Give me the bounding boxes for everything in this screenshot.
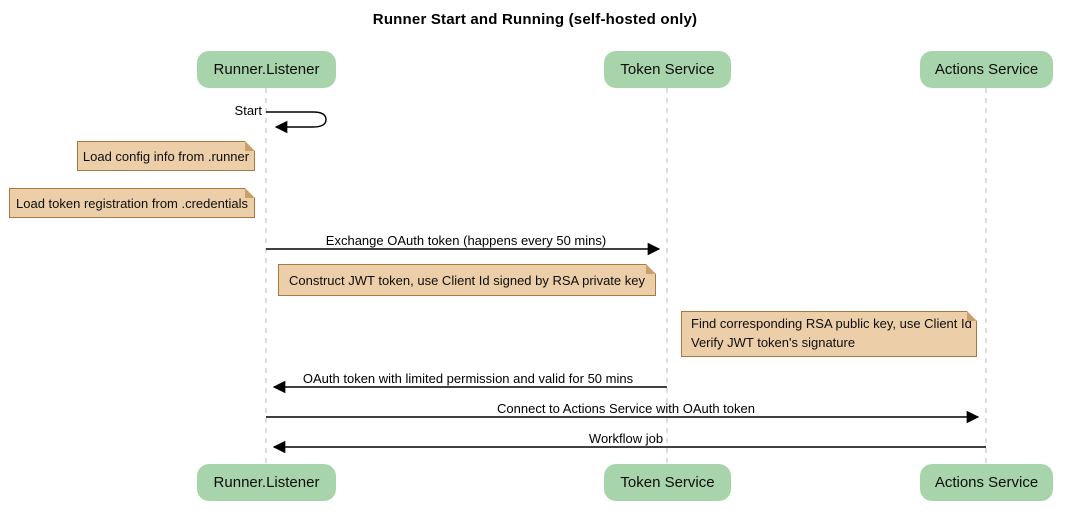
note-verify-jwt: Find corresponding RSA public key, use C… bbox=[681, 311, 977, 357]
note-text-line1: Find corresponding RSA public key, use C… bbox=[691, 316, 972, 332]
participant-label: Runner.Listener bbox=[213, 61, 320, 78]
participant-token-service-top: Token Service bbox=[604, 51, 731, 88]
note-text: Load token registration from .credential… bbox=[16, 195, 248, 211]
participant-token-service-bottom: Token Service bbox=[604, 464, 731, 501]
participant-runner-listener-top: Runner.Listener bbox=[197, 51, 336, 88]
note-text-line2: Verify JWT token's signature bbox=[691, 335, 856, 350]
participant-label: Actions Service bbox=[934, 61, 1039, 78]
message-label-oauth-return: OAuth token with limited permission and … bbox=[302, 371, 634, 386]
message-label-exchange-oauth: Exchange OAuth token (happens every 50 m… bbox=[325, 233, 607, 248]
participant-label: Token Service bbox=[620, 61, 715, 78]
message-label-start: Start bbox=[234, 103, 262, 118]
participant-label: Runner.Listener bbox=[213, 474, 320, 491]
message-arrow-start-self bbox=[266, 111, 327, 134]
message-label-connect-actions: Connect to Actions Service with OAuth to… bbox=[497, 401, 755, 416]
note-construct-jwt: Construct JWT token, use Client Id signe… bbox=[278, 264, 656, 296]
message-label-workflow-job: Workflow job bbox=[588, 431, 664, 446]
note-load-token-registration: Load token registration from .credential… bbox=[9, 188, 255, 218]
diagram-title: Runner Start and Running (self-hosted on… bbox=[372, 11, 698, 28]
note-text: Load config info from .runner bbox=[82, 148, 250, 164]
participant-runner-listener-bottom: Runner.Listener bbox=[197, 464, 336, 501]
note-load-config: Load config info from .runner bbox=[77, 141, 255, 171]
participant-label: Token Service bbox=[620, 474, 715, 491]
participant-label: Actions Service bbox=[934, 474, 1039, 491]
note-text: Construct JWT token, use Client Id signe… bbox=[289, 272, 645, 288]
participant-actions-service-bottom: Actions Service bbox=[920, 464, 1053, 501]
participant-actions-service-top: Actions Service bbox=[920, 51, 1053, 88]
